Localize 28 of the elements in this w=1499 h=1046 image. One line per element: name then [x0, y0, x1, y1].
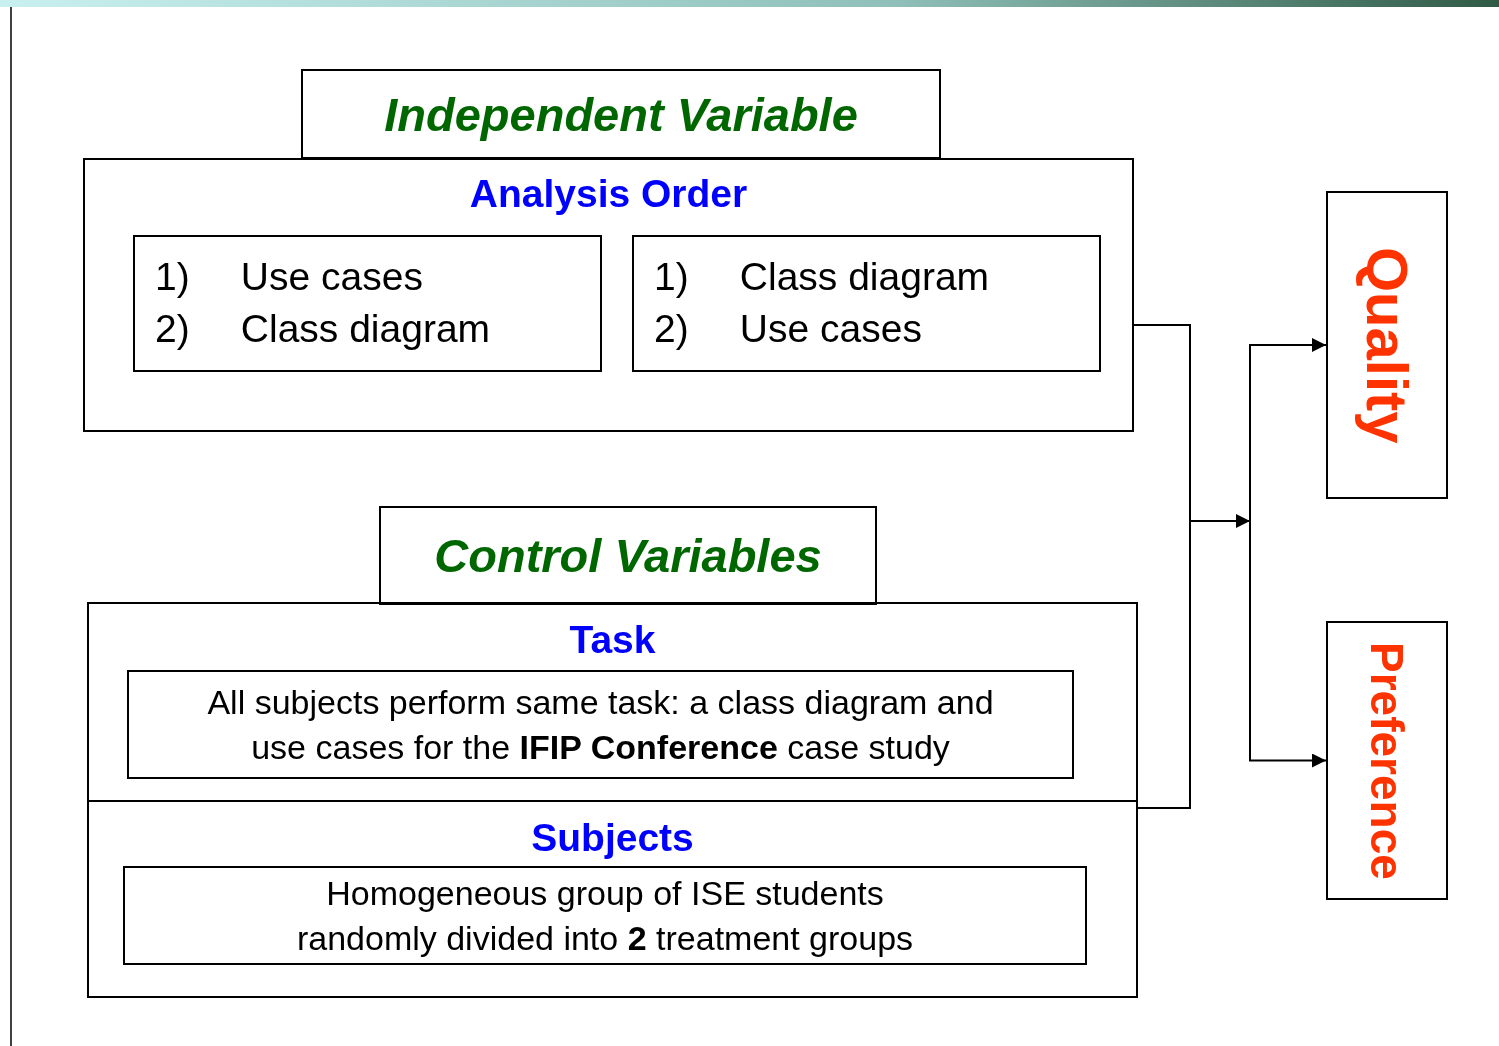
connector-arrow: [1249, 338, 1327, 522]
heading: Task: [568, 618, 657, 662]
heading-box: [301, 69, 941, 159]
heading-box: [379, 506, 877, 605]
heading: Analysis Order: [468, 172, 749, 216]
list-item: 1) Class diagram: [654, 254, 991, 300]
description-text: Homogeneous group of ISE students randomly divided into 2 treatment groups: [295, 872, 915, 959]
group-box: [83, 158, 1134, 432]
list-box: [133, 235, 602, 372]
heading: Independent Variable: [384, 86, 858, 142]
list-item: 2) Class diagram: [155, 306, 492, 352]
text-box: [127, 670, 1074, 779]
outcome-label: Quality: [1353, 246, 1421, 444]
connector-arrow: [1249, 520, 1327, 768]
connector-line: [1137, 520, 1191, 809]
connector-line: [1133, 324, 1191, 522]
heading: Subjects: [530, 816, 695, 860]
list-item: 1) Use cases: [155, 254, 424, 300]
outcome-box: [1326, 191, 1448, 499]
outcome-label: Preference: [1360, 641, 1414, 880]
group-box: [87, 602, 1138, 998]
list-box: [632, 235, 1101, 372]
outcome-box: [1326, 621, 1448, 900]
text-box: [123, 866, 1087, 965]
description-text: All subjects perform same task: a class diagram and use cases for the IFIP Conference case study: [206, 681, 995, 768]
list-item: 2) Use cases: [654, 306, 923, 352]
connector-arrow: [1189, 514, 1251, 528]
heading: Control Variables: [434, 528, 822, 583]
